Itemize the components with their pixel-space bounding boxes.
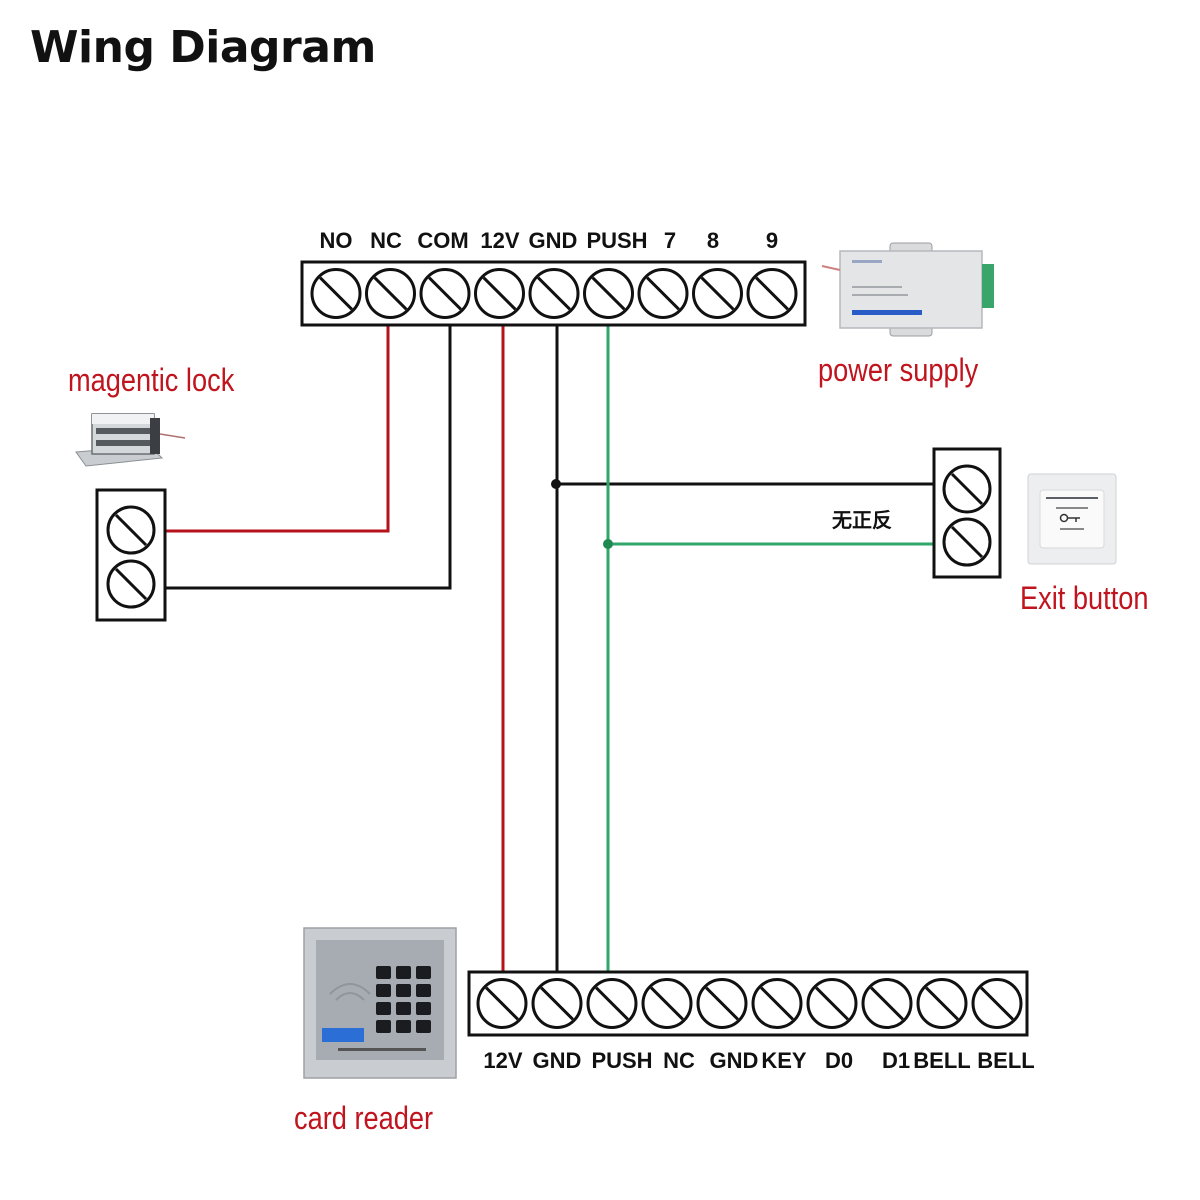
keypad-key[interactable] (416, 1002, 431, 1015)
terminal-screw-no[interactable] (310, 268, 362, 319)
keypad-key[interactable] (376, 1002, 391, 1015)
terminal-screw-nc[interactable] (365, 268, 416, 319)
lock-terminal-screw-2[interactable] (106, 559, 156, 609)
card-reader-label: card reader (294, 1100, 434, 1136)
wire-nc-to-lock (165, 325, 390, 533)
exit-terminal-block (932, 447, 1002, 579)
keypad-key[interactable] (396, 966, 411, 979)
terminal-screw-push[interactable] (586, 978, 638, 1029)
lock-terminal-block (95, 488, 167, 622)
terminal-screw-gnd[interactable] (528, 268, 580, 319)
exit-button-icon[interactable] (1027, 473, 1117, 565)
card-reader-terminal-block (467, 970, 1029, 1037)
junction-gnd (551, 479, 561, 489)
magnetic-lock-icon (75, 413, 186, 467)
terminal-screw-9[interactable] (746, 268, 798, 319)
exit-terminal-screw-1[interactable] (942, 464, 992, 514)
terminal-screw-push[interactable] (583, 268, 634, 319)
terminal-screw-bell[interactable] (916, 978, 968, 1029)
exit-terminal-screw-2[interactable] (942, 517, 992, 567)
power-supply-icon (821, 242, 994, 337)
terminal-screw-key[interactable] (751, 978, 803, 1029)
keypad-key[interactable] (376, 984, 391, 997)
terminal-screw-gnd[interactable] (696, 978, 748, 1029)
terminal-screw-12v[interactable] (476, 978, 528, 1029)
terminal-screw-12v[interactable] (474, 268, 525, 319)
keypad-key[interactable] (396, 984, 411, 997)
terminal-screw-d1[interactable] (861, 978, 913, 1029)
terminal-screw-7[interactable] (637, 268, 689, 319)
terminal-screw-bell[interactable] (971, 978, 1023, 1029)
wires (165, 325, 934, 972)
card-reader-keypad (376, 966, 431, 1033)
terminal-screw-nc[interactable] (641, 978, 693, 1029)
terminal-screw-d0[interactable] (806, 978, 858, 1029)
magnetic-lock-label: magentic lock (68, 362, 235, 398)
terminal-screw-8[interactable] (692, 268, 743, 319)
diagram-title: Wing Diagram (30, 22, 376, 73)
no-polarity-label: 无正反 (832, 508, 892, 532)
keypad-key[interactable] (416, 966, 431, 979)
terminal-screw-com[interactable] (419, 268, 471, 319)
keypad-key[interactable] (396, 1020, 411, 1033)
controller-terminal-block (300, 260, 807, 327)
lock-terminal-screw-1[interactable] (106, 505, 156, 555)
card-reader-icon (303, 927, 457, 1079)
wire-com-to-lock (165, 325, 452, 590)
exit-button-label: Exit button (1020, 580, 1149, 616)
power-supply-label: power supply (818, 352, 979, 388)
keypad-key[interactable] (416, 1020, 431, 1033)
keypad-key[interactable] (376, 966, 391, 979)
keypad-key[interactable] (376, 1020, 391, 1033)
terminal-screw-gnd[interactable] (531, 978, 583, 1029)
keypad-key[interactable] (396, 1002, 411, 1015)
keypad-key[interactable] (416, 984, 431, 997)
junction-push (603, 539, 613, 549)
